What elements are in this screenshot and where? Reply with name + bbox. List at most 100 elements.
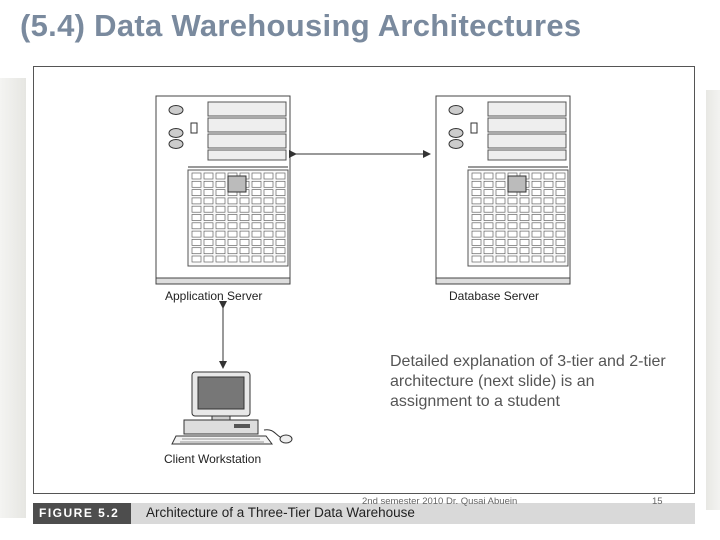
page-number: 15 [652, 496, 663, 507]
drive-bay-cell [471, 255, 482, 263]
drive-bay-cell [227, 255, 238, 263]
drive-bay-cell [483, 255, 494, 263]
drive-bay-cell [215, 239, 226, 246]
drive-bay-cell [495, 214, 506, 221]
drive-bay-cell [519, 255, 530, 263]
figure-frame [33, 66, 695, 494]
application-server-icon [155, 95, 291, 285]
drive-bay-cell [507, 222, 518, 230]
drive-bay-cell [531, 205, 542, 213]
drive-bay-cell [483, 197, 494, 205]
drive-bay-cell [251, 239, 262, 246]
drive-bay-cell [203, 214, 214, 221]
drive-bay-cell [239, 247, 250, 255]
drive-bay-cell [543, 230, 554, 238]
drive-bay-cell [215, 172, 226, 180]
drive-bay-cell [191, 222, 202, 230]
drive-bay-cell [519, 214, 530, 221]
figure-caption-bar: FIGURE 5.2 Architecture of a Three-Tier … [33, 503, 695, 524]
drive-bay-cell [555, 247, 566, 255]
drive-bay-cell [275, 180, 286, 188]
drive-bay-cell [507, 255, 518, 263]
drive-bay-cell [531, 255, 542, 263]
drive-bay-cell [495, 180, 506, 188]
drive-bay-cell [263, 239, 274, 246]
drive-bay-cell [555, 230, 566, 238]
drive-bay-cell [519, 222, 530, 230]
drive-bay-cell [239, 255, 250, 263]
drive-bay-cell [531, 180, 542, 188]
drive-bay-cell [543, 189, 554, 196]
drive-bay-cell [507, 214, 518, 221]
drive-bay-cell [203, 172, 214, 180]
drive-bay-cell [531, 247, 542, 255]
drive-bay-cell [471, 214, 482, 221]
drive-bay-cell [531, 230, 542, 238]
drive-bay-cell [227, 247, 238, 255]
drive-bay-cell [215, 255, 226, 263]
drive-bay-cell [239, 205, 250, 213]
drive-bay-cell [203, 239, 214, 246]
drive-bay-cell [507, 230, 518, 238]
drive-bay-cell [531, 222, 542, 230]
drive-bay-cell [507, 205, 518, 213]
drive-bay-cell [275, 230, 286, 238]
drive-bay-cell [263, 197, 274, 205]
application-server-label: Application Server [165, 289, 263, 303]
drive-bay-cell [215, 247, 226, 255]
drive-bay-cell [263, 247, 274, 255]
drive-bay-cell [227, 197, 238, 205]
database-server-icon [435, 95, 571, 285]
drive-bay-cell [191, 189, 202, 196]
drive-bay-cell [263, 172, 274, 180]
drive-bay-cell [239, 197, 250, 205]
drive-bay-cell [215, 197, 226, 205]
drive-bay-cell [263, 230, 274, 238]
assignment-note: Detailed explanation of 3-tier and 2-tie… [390, 353, 666, 410]
drive-bay-cell [203, 205, 214, 213]
drive-bay-cell [471, 180, 482, 188]
drive-bay-cell [543, 255, 554, 263]
drive-bay-cell [191, 205, 202, 213]
drive-bay-cell [531, 214, 542, 221]
drive-bay-cell [191, 197, 202, 205]
drive-bay-cell [483, 205, 494, 213]
figure-number: FIGURE 5.2 [33, 503, 131, 524]
right-edge-strip [706, 90, 720, 510]
drive-bay-cell [483, 172, 494, 180]
drive-bay-cell [227, 222, 238, 230]
drive-bay-cell [507, 247, 518, 255]
drive-bay-cell [483, 230, 494, 238]
drive-bay-cell [555, 172, 566, 180]
drive-bay-cell [203, 222, 214, 230]
drive-bay-cell [203, 197, 214, 205]
drive-bay-cell [251, 205, 262, 213]
drive-bay-cell [543, 180, 554, 188]
drive-bay-cell [531, 189, 542, 196]
drive-bay-cell [275, 197, 286, 205]
drive-bay-cell [495, 230, 506, 238]
drive-bay-cell [483, 222, 494, 230]
drive-bay-cell [555, 255, 566, 263]
drive-bay-cell [495, 189, 506, 196]
drive-bay-highlight [507, 175, 527, 193]
drive-bay-cell [495, 239, 506, 246]
drive-bay-cell [263, 255, 274, 263]
drive-bay-cell [519, 205, 530, 213]
drive-bay-cell [191, 230, 202, 238]
drive-bay-cell [483, 239, 494, 246]
drive-bay-cell [215, 222, 226, 230]
drive-bay-cell [495, 205, 506, 213]
drive-bay-cell [191, 255, 202, 263]
slide-title: (5.4) Data Warehousing Architectures [20, 8, 582, 43]
drive-bay-cell [251, 222, 262, 230]
drive-bay-cell [507, 197, 518, 205]
drive-bay-cell [251, 214, 262, 221]
drive-bay-cell [251, 180, 262, 188]
client-workstation-label: Client Workstation [164, 452, 262, 466]
drive-bay-cell [215, 205, 226, 213]
drive-bay-cell [203, 189, 214, 196]
drive-bay-cell [483, 214, 494, 221]
drive-bay-cell [251, 197, 262, 205]
